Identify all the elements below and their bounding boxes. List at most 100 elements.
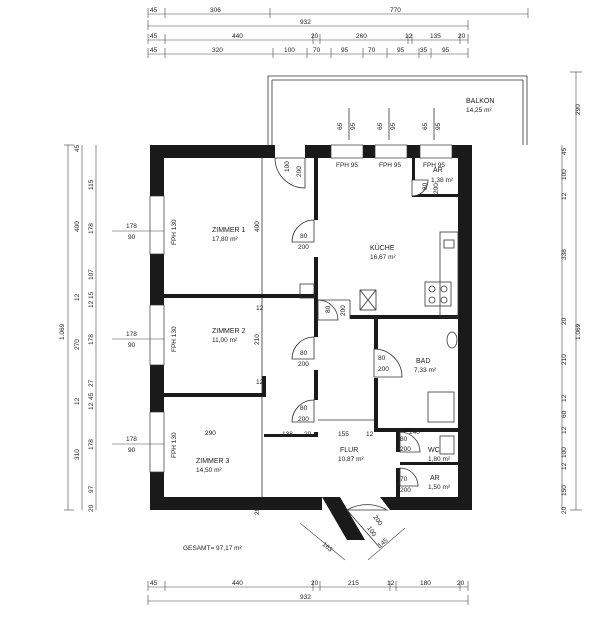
door-d4-h: 200 [378, 366, 389, 373]
win-head-1: 95 [390, 122, 397, 130]
wc-name: WC [428, 447, 440, 454]
dim-z2-h: 210 [254, 334, 261, 345]
zimmer3-area: 14,50 m² [196, 467, 222, 474]
dim-left-15: 178 [88, 439, 95, 450]
dim-top-r1-0: 45 [150, 7, 158, 14]
dim-top-r4-7: 35 [420, 47, 428, 54]
dim-flur-w2: 20 [304, 431, 312, 438]
balkon-area: 14,25 m² [466, 107, 492, 114]
dim-right-0: 290 [575, 104, 582, 115]
zimmer1-area: 17,80 m² [212, 236, 238, 243]
bad-area: 7,33 m² [414, 367, 437, 374]
dim-left-5: 107 [88, 269, 95, 280]
dim-left-7: 12 [88, 300, 95, 308]
interior-walls [164, 158, 458, 510]
win-sill-0: 65 [337, 122, 344, 130]
door-d2-h: 200 [298, 361, 309, 368]
door-d8-h: 200 [433, 183, 440, 194]
kueche-name: KÜCHE [370, 244, 395, 252]
kueche-area: 16,67 m² [370, 254, 396, 261]
dim-top-r4-0: 45 [150, 47, 158, 54]
left-win-dim-1b: 90 [128, 342, 136, 349]
ar2-name: AR [433, 167, 443, 174]
bad-name: BAD [416, 358, 430, 365]
dim-flur-w5: 240 [409, 429, 420, 436]
dim-bot-r1-1: 440 [232, 580, 243, 587]
dim-flur-w4: 12 [366, 431, 374, 438]
dim-right-13: 20 [561, 506, 568, 514]
door-d9-h: 200 [296, 166, 303, 177]
dim-left-8: 270 [74, 339, 81, 350]
dim-right-12: 150 [561, 485, 568, 496]
dim-entry-w2: 145 [377, 537, 390, 550]
dim-left-3: 178 [88, 223, 95, 234]
door-d6-w: 70 [400, 476, 408, 483]
win-sill-1: 65 [377, 122, 384, 130]
balkon-name: BALKON [466, 98, 494, 105]
dim-left-9: 178 [88, 334, 95, 345]
dim-right-5: 20 [561, 317, 568, 325]
door-entry-w: 100 [365, 525, 377, 538]
dim-bot-r1-5: 180 [420, 580, 431, 587]
dim-top-r3-1: 440 [232, 33, 243, 40]
window-label-top-2: FPH 95 [423, 162, 445, 169]
window-label-left-2: FPH 130 [171, 432, 178, 458]
dim-wall12b: 12 [256, 379, 264, 386]
door-d6-h: 200 [400, 487, 411, 494]
dim-left-17: 20 [88, 504, 95, 512]
right-dimension-lines: 1.069 290 45 100 12 338 20 210 12 60 12 … [561, 71, 582, 514]
top-dimension-lines: 45 306 770 932 45 440 20 260 12 135 20 [147, 7, 529, 58]
dim-top-r4-4: 95 [341, 47, 349, 54]
dim-z3-w: 290 [205, 430, 216, 437]
door-d7-h: 200 [340, 305, 347, 316]
door-d2-w: 80 [300, 350, 308, 357]
dim-right-7: 12 [561, 394, 568, 402]
dim-left-2: 400 [74, 221, 81, 232]
dim-top-r3-2: 20 [311, 33, 319, 40]
door-d1-w: 80 [300, 233, 308, 240]
dim-left-14: 310 [74, 449, 81, 460]
dim-top-r4-3: 70 [313, 47, 321, 54]
door-d8-w: 80 [422, 182, 429, 190]
dim-left-13: 12 [88, 402, 95, 410]
dim-bot-r1-4: 12 [387, 580, 395, 587]
dim-top-r4-8: 95 [442, 47, 450, 54]
dim-bot-r1-0: 45 [150, 580, 158, 587]
dim-top-r4-1: 320 [212, 47, 223, 54]
door-entry-h: 200 [371, 514, 383, 527]
ar1-area: 1,50 m² [428, 484, 451, 491]
door-d3-w: 80 [300, 405, 308, 412]
dim-left-4: 12 [74, 293, 81, 301]
window-label-top-1: FPH 95 [379, 162, 401, 169]
dim-flur-w3: 155 [338, 431, 349, 438]
win-head-2: 95 [435, 122, 442, 130]
dim-z1-h: 400 [254, 221, 261, 232]
dim-left-6: 15 [88, 291, 95, 299]
dim-entry-w1: 163 [321, 541, 334, 554]
dim-bot-r2-0: 932 [300, 594, 311, 601]
flur-name: FLUR [340, 447, 358, 454]
win-sill-2: 65 [422, 122, 429, 130]
doors: 80 200 80 200 80 200 80 200 80 200 70 20… [274, 157, 440, 549]
dim-right-1: 45 [561, 147, 568, 155]
balcony: BALKON 14,25 m² 65 95 65 95 65 95 [267, 75, 528, 148]
room-labels: ZIMMER 1 17,80 m² ZIMMER 2 11,00 m² ZIMM… [183, 167, 454, 552]
dim-right-3: 12 [561, 192, 568, 200]
win-head-0: 95 [350, 122, 357, 130]
dim-right-2: 100 [561, 169, 568, 180]
dim-top-r3-6: 20 [458, 33, 466, 40]
left-dimension-lines: 1.069 45 115 400 178 12 107 15 12 270 17… [59, 144, 97, 512]
dim-right-9: 12 [561, 426, 568, 434]
window-label-left-1: FPH 130 [171, 326, 178, 352]
dim-left-16: 97 [88, 485, 95, 493]
door-d7-w: 80 [325, 305, 332, 313]
dim-bot-r1-3: 215 [348, 580, 359, 587]
dim-top-r1-1: 306 [210, 7, 221, 14]
door-d5-h: 200 [400, 446, 411, 453]
dim-top-r3-0: 45 [150, 33, 158, 40]
dim-bot-r1-6: 20 [457, 580, 465, 587]
window-label-left-0: FPH 130 [171, 219, 178, 245]
dim-top-r1-2: 770 [390, 7, 401, 14]
door-d9-w: 100 [284, 161, 291, 172]
